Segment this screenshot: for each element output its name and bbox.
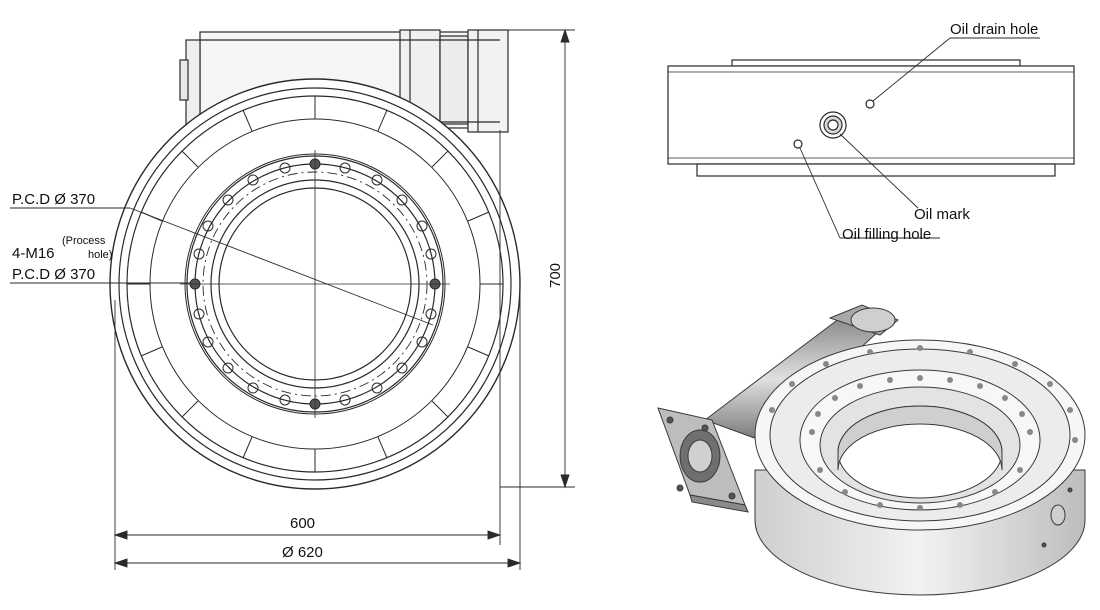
diameter-dimension-label: Ø 620 <box>282 544 323 561</box>
pcd-leaders <box>10 207 434 326</box>
pcd-top-label: P.C.D Ø 370 <box>12 191 95 208</box>
height-dimension-label: 700 <box>547 263 564 288</box>
oil-drain-hole-label: Oil drain hole <box>950 21 1038 38</box>
center-lines <box>180 150 450 418</box>
oil-mark-window <box>819 111 847 139</box>
oil-mark-label: Oil mark <box>914 206 970 223</box>
side-view-leaders <box>799 37 1040 239</box>
bolt-holes <box>189 158 441 410</box>
isometric-render <box>657 304 1086 596</box>
process-hole-label-line1: (Process <box>62 235 106 247</box>
dimension-lines <box>113 28 575 570</box>
slewing-ring-body <box>754 339 1086 596</box>
oil-filling-hole-label: Oil filling hole <box>842 226 931 243</box>
worm-housing <box>179 29 509 133</box>
width-dimension-label: 600 <box>290 515 315 532</box>
oil-drain-hole-marker <box>865 99 875 109</box>
oil-filling-hole-marker <box>793 139 803 149</box>
pcd-bottom-label: P.C.D Ø 370 <box>12 266 95 283</box>
motor-flange <box>657 407 749 513</box>
thread-label: 4-M16 <box>12 245 55 262</box>
side-view <box>667 59 1075 177</box>
process-hole-label-line2: hole) <box>88 249 112 261</box>
front-view <box>10 28 575 570</box>
ring-bolt-holes <box>769 345 1078 511</box>
